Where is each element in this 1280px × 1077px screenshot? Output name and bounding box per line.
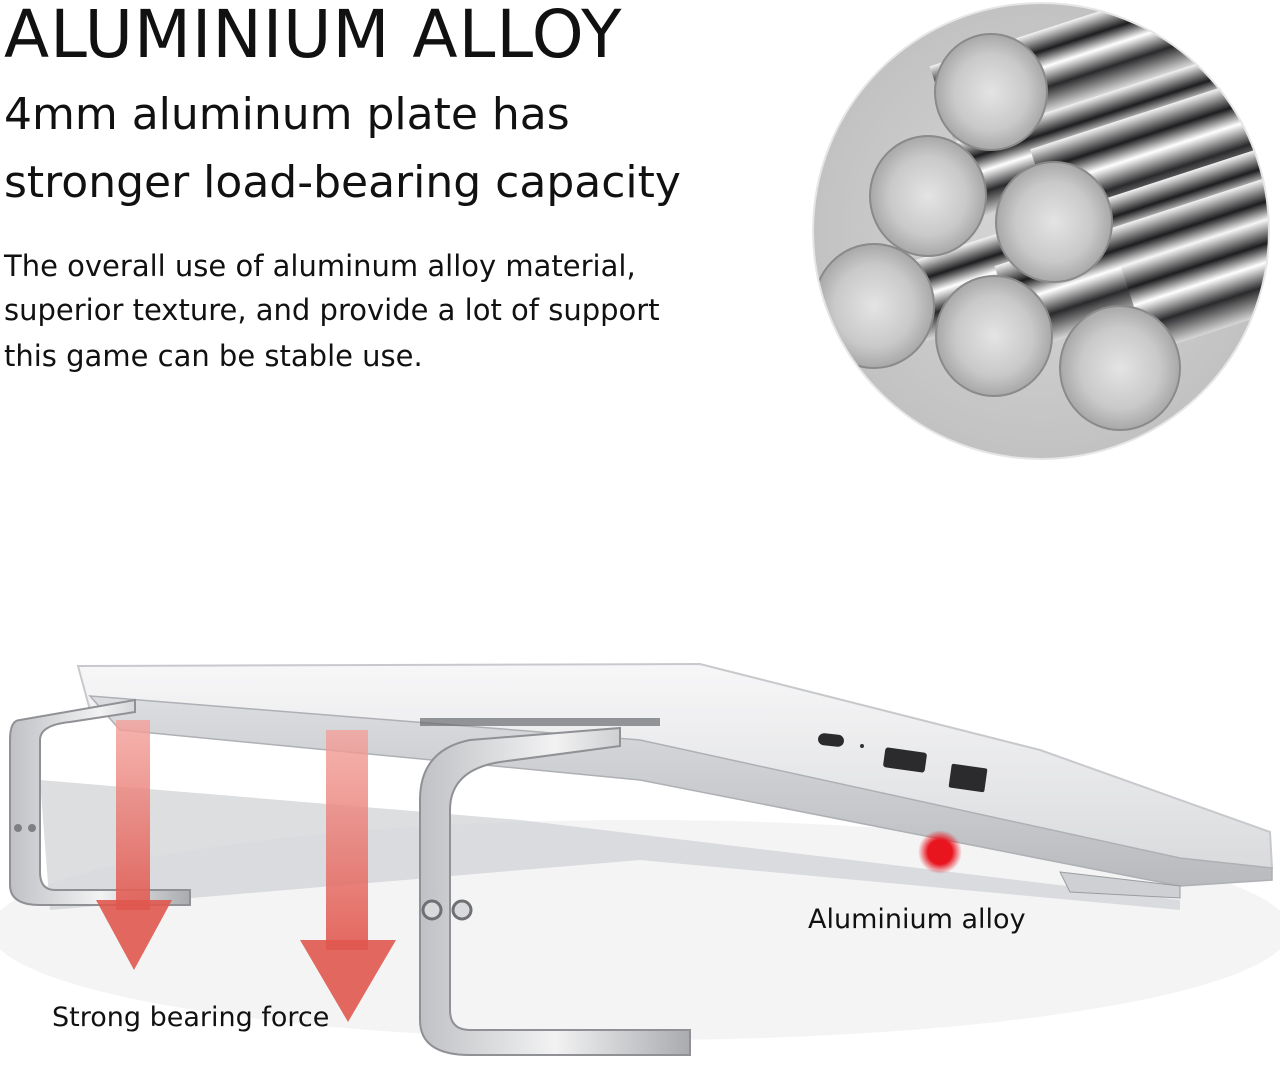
subtitle-line-1: 4mm aluminum plate has bbox=[4, 89, 570, 140]
subtitle-line-2: stronger load-bearing capacity bbox=[4, 157, 681, 208]
material-label: Aluminium alloy bbox=[808, 904, 1026, 935]
description-line-1: The overall use of aluminum alloy materi… bbox=[4, 249, 636, 283]
description-line-3: this game can be stable use. bbox=[4, 339, 423, 373]
description-line-2: superior texture, and provide a lot of s… bbox=[4, 293, 660, 327]
bearing-force-label: Strong bearing force bbox=[52, 1002, 330, 1033]
headline-title: ALUMINIUM ALLOY bbox=[4, 0, 623, 73]
force-arrow-right bbox=[300, 730, 396, 1022]
aluminium-rods-closeup-image bbox=[806, 0, 1276, 462]
laptop-stand-illustration bbox=[0, 600, 1280, 1073]
force-arrow-left bbox=[96, 720, 172, 970]
